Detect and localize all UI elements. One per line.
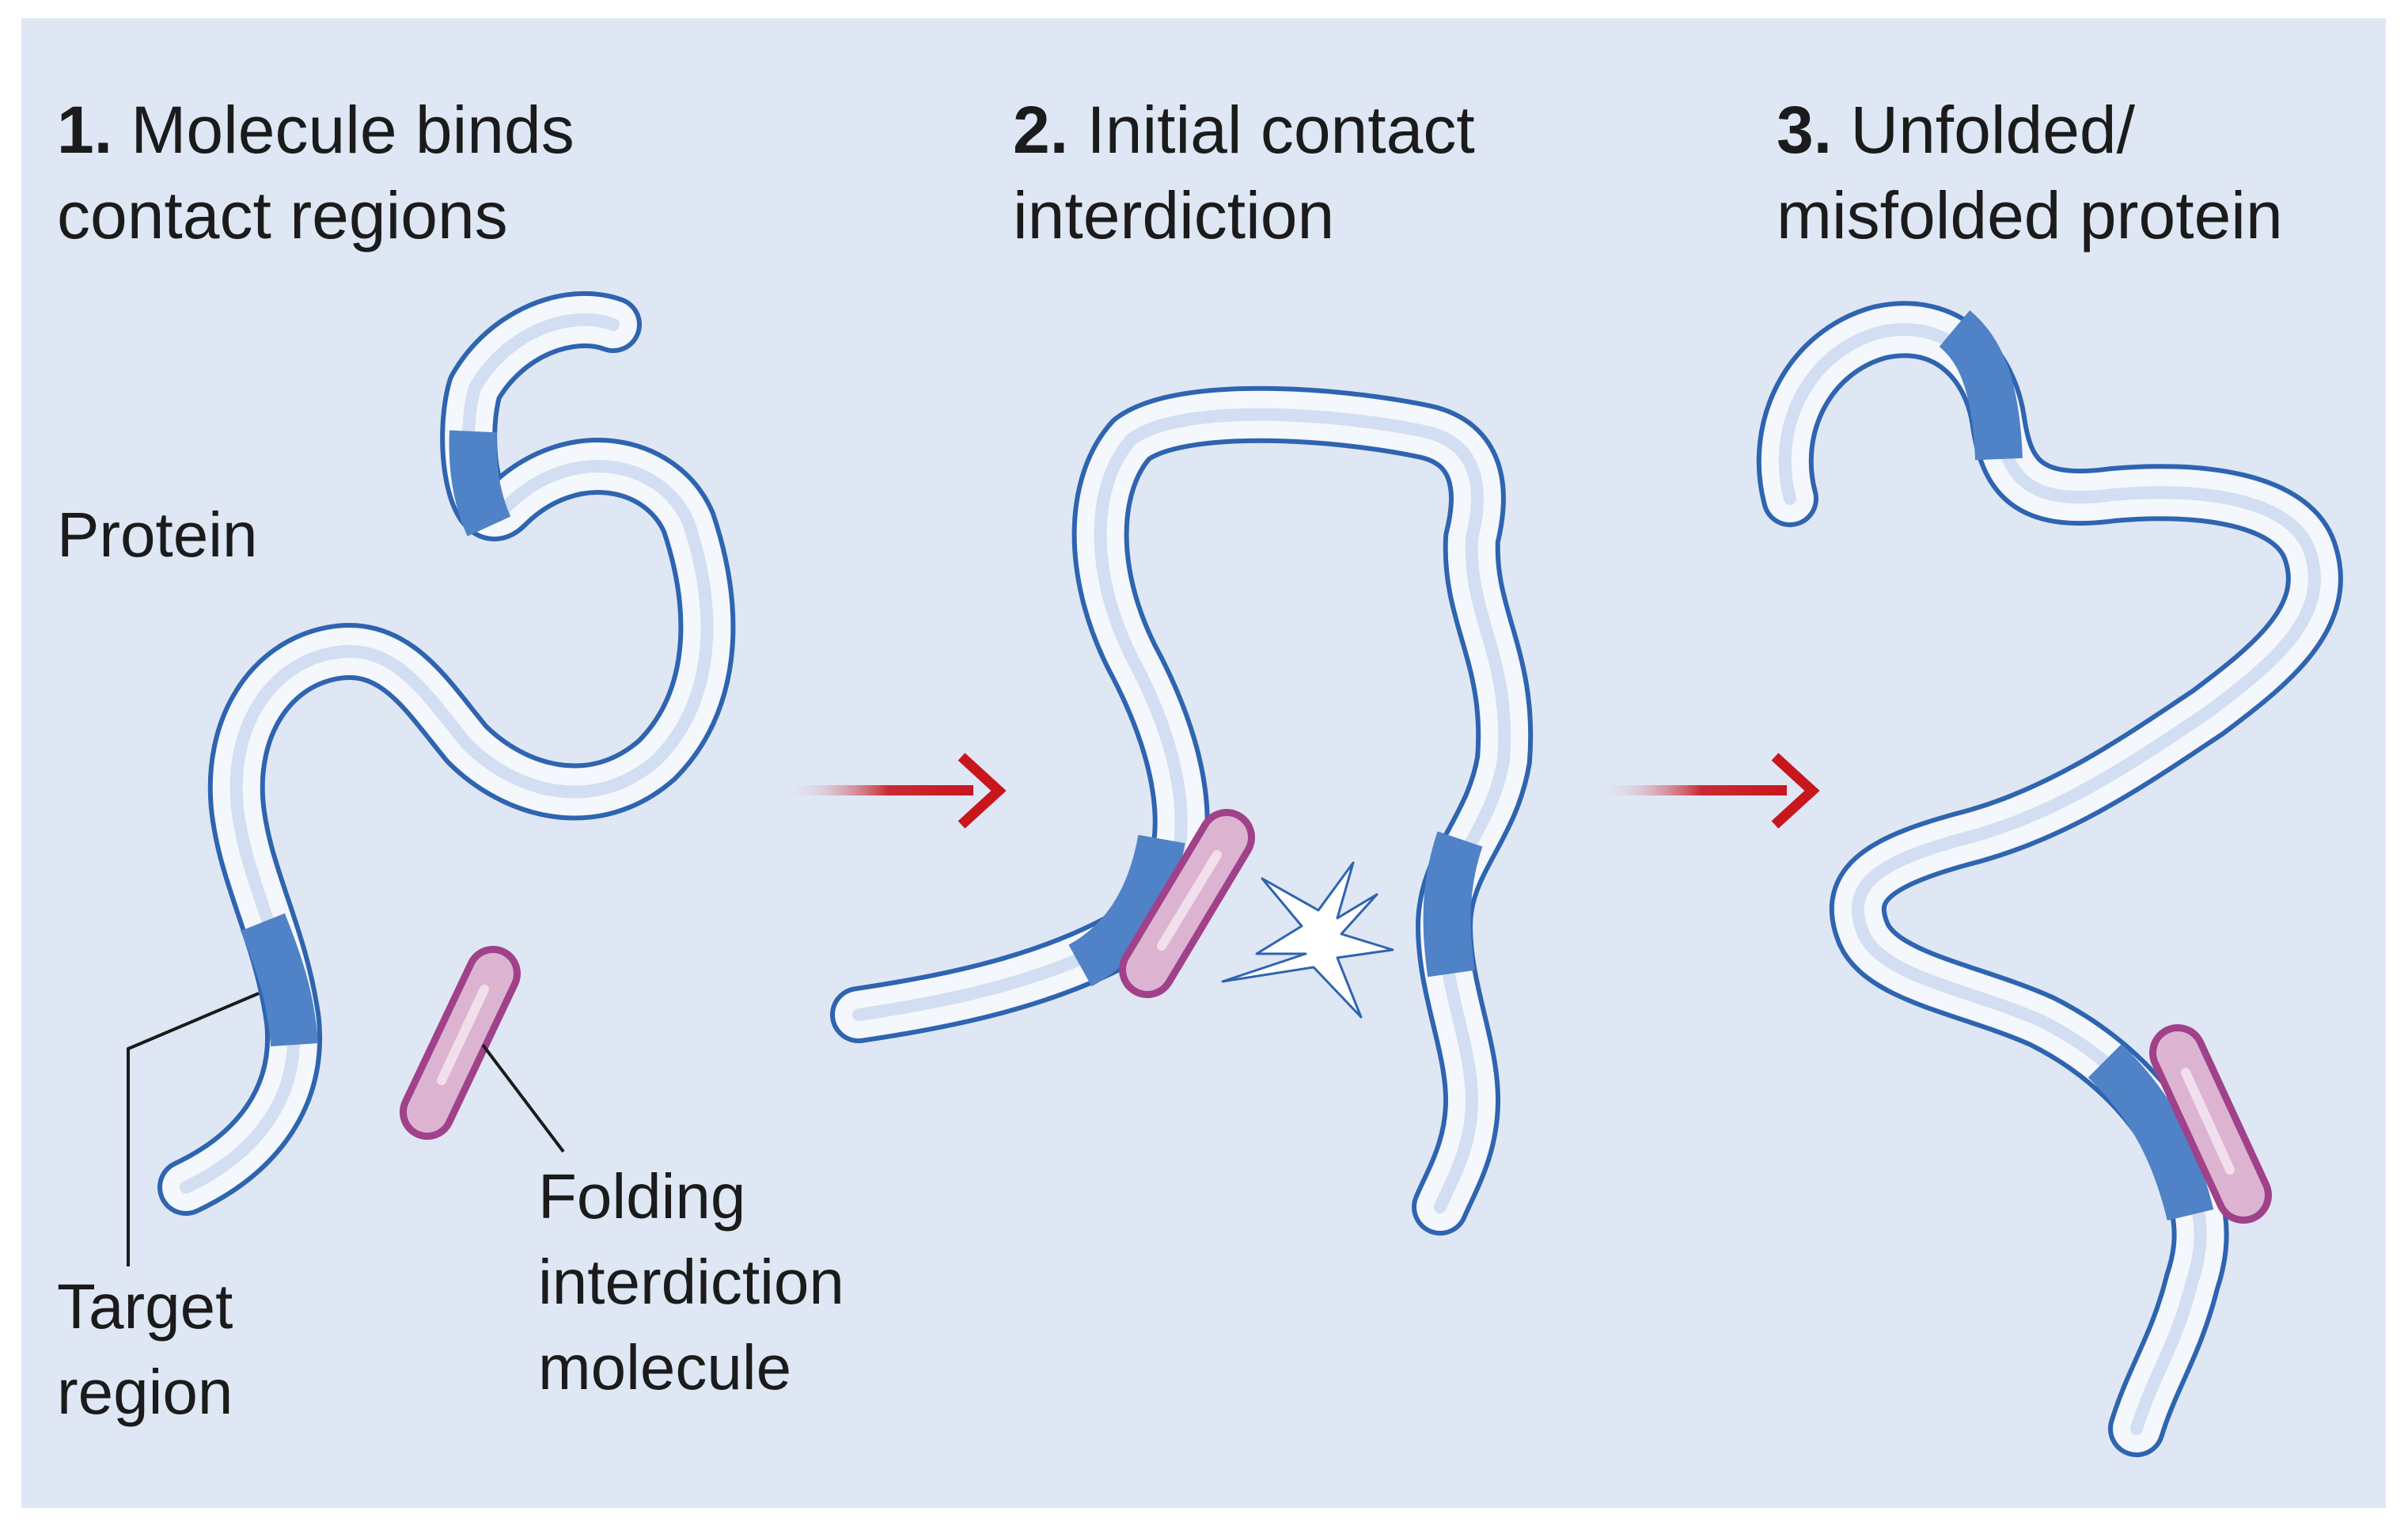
diagram-background: [21, 18, 2386, 1508]
protein-1: [157, 290, 736, 1216]
step-3-title: 3. Unfolded/ misfolded protein: [1777, 87, 2283, 258]
target-region-3: [1067, 834, 1185, 987]
protein-label: Protein: [57, 499, 258, 570]
target-region-1: [241, 913, 318, 1047]
step-1-title: 1. Molecule binds contact regions: [57, 87, 575, 258]
step-arrow-2: [1597, 753, 1820, 829]
target-region-label: Target region: [57, 1271, 233, 1427]
target-region-6: [2088, 1043, 2214, 1221]
target-region-5: [1939, 309, 2023, 461]
step-2-line2: interdiction: [1013, 178, 1335, 252]
target-region-2: [449, 430, 511, 537]
interdiction-molecule-2: [1119, 809, 1255, 998]
leader-lines: [127, 992, 565, 1266]
step-1-line2: contact regions: [57, 178, 508, 252]
step-3-line1: Unfolded/: [1850, 93, 2135, 167]
interdiction-molecule-3: [2149, 1024, 2272, 1224]
step-2-line1: Initial contact: [1086, 93, 1475, 167]
step-1-line1: Molecule binds: [131, 93, 575, 167]
folding-interdiction-molecule-label: Folding interdiction molecule: [538, 1161, 844, 1403]
step-2-number: 2.: [1013, 93, 1069, 167]
step-3-number: 3.: [1777, 93, 1833, 167]
molecule-leader: [481, 1043, 565, 1153]
target-region-leader: [127, 992, 260, 1266]
step-2-title: 2. Initial contact interdiction: [1013, 87, 1475, 258]
step-3-line2: misfolded protein: [1777, 178, 2283, 252]
interdiction-molecule-1: [400, 946, 521, 1140]
target-region-4: [1423, 831, 1483, 978]
protein-3: [1756, 301, 2343, 1457]
contact-burst-icon: [1221, 861, 1394, 1019]
protein-2: [830, 385, 1534, 1236]
step-1-number: 1.: [57, 93, 113, 167]
step-arrow-1: [783, 753, 1007, 829]
